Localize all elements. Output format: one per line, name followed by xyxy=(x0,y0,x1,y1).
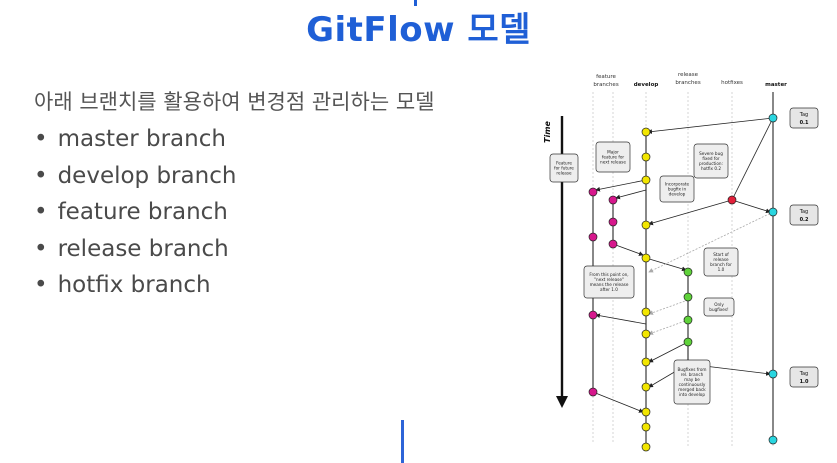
svg-text:1.0: 1.0 xyxy=(800,379,809,385)
feature-commit-node xyxy=(608,217,618,227)
time-arrow-head xyxy=(556,396,568,408)
branch-list: master branch develop branch feature bra… xyxy=(34,122,237,305)
intro-text: 아래 브랜치를 활용하여 변경점 관리하는 모델 xyxy=(34,90,435,114)
svg-text:0.1: 0.1 xyxy=(800,120,809,126)
feature-commit-node xyxy=(588,187,598,197)
svg-text:Tag: Tag xyxy=(799,112,808,118)
release-commit-node xyxy=(683,337,693,347)
note-line: Start of xyxy=(713,252,729,257)
header-develop: develop xyxy=(634,82,659,88)
note-line: fixed for xyxy=(702,156,720,161)
note-line: release xyxy=(556,171,572,176)
develop-commit-node xyxy=(641,422,651,432)
release-commit-node xyxy=(683,267,693,277)
note-line: Only xyxy=(714,302,724,307)
svg-text:Tag: Tag xyxy=(799,209,808,215)
top-accent-bar xyxy=(414,0,417,6)
header-hotfixes: hotfixes xyxy=(721,80,743,86)
release-commit-node xyxy=(683,315,693,325)
note-line: next release xyxy=(600,160,626,165)
tag-0-2: Tag 0.2 xyxy=(789,204,819,226)
develop-commit-node xyxy=(641,220,651,230)
develop-commit-node xyxy=(641,382,651,392)
develop-commit-node xyxy=(641,329,651,339)
header-feature-2: branches xyxy=(593,82,619,88)
note-line: means the release xyxy=(590,282,629,287)
note-line: hotfix 0.2 xyxy=(701,166,721,171)
header-release-2: branches xyxy=(675,80,701,86)
note-line: Bugfixes from xyxy=(677,367,706,372)
develop-commit-node xyxy=(641,407,651,417)
note-line: rel. branch xyxy=(681,372,704,377)
develop-commit-node xyxy=(641,175,651,185)
develop-commit-node xyxy=(641,127,651,137)
develop-commit-node xyxy=(641,442,651,452)
note-line: feature for xyxy=(602,155,624,160)
master-commit-node xyxy=(768,435,778,445)
feature-commit-node xyxy=(588,232,598,242)
tag-1-0: Tag 1.0 xyxy=(789,366,819,388)
note-line: From this point on, xyxy=(589,272,628,277)
develop-commit-node xyxy=(641,152,651,162)
note-line: bugfix in xyxy=(668,187,687,192)
hotfix-commit-node xyxy=(727,195,737,205)
note-line: merged back xyxy=(678,387,706,392)
header-release-1: release xyxy=(678,72,699,78)
svg-text:0.2: 0.2 xyxy=(800,217,809,223)
note-line: Severe bug xyxy=(699,151,723,156)
bullet-feature: feature branch xyxy=(34,195,236,232)
bullet-release: release branch xyxy=(34,232,236,269)
note-line: Major xyxy=(607,150,619,155)
header-master: master xyxy=(765,82,787,88)
note-line: "next release" xyxy=(594,277,624,282)
svg-text:Tag: Tag xyxy=(799,371,808,377)
note-line: into develop xyxy=(679,392,705,397)
master-commit-node xyxy=(768,113,778,123)
time-label: Time xyxy=(543,120,552,143)
note-line: continuously xyxy=(679,382,706,387)
feature-commit-node xyxy=(588,387,598,397)
master-commit-node xyxy=(768,207,778,217)
bottom-accent-bar xyxy=(401,420,404,463)
note-line: branch for xyxy=(710,262,732,267)
develop-commit-node xyxy=(641,307,651,317)
note-line: 1.0 xyxy=(718,267,725,272)
feature-commit-node xyxy=(608,195,618,205)
note-line: after 1.0 xyxy=(600,287,618,292)
gitflow-diagram: feature branches develop release branche… xyxy=(543,72,819,452)
bullet-hotfix: hotfix branch xyxy=(34,268,236,305)
note-line: for future xyxy=(554,166,574,171)
note-line: Incorporate xyxy=(665,182,690,187)
release-commit-node xyxy=(683,292,693,302)
feature-commit-node xyxy=(608,239,618,249)
merge-arrows xyxy=(592,117,774,413)
note-line: production: xyxy=(699,161,723,166)
note-line: develop xyxy=(669,192,686,197)
bullet-develop: develop branch xyxy=(34,159,237,196)
develop-commit-node xyxy=(641,357,651,367)
faint-arrows xyxy=(648,211,774,335)
note-line: Feature xyxy=(556,161,572,166)
feature-commit-node xyxy=(588,310,598,320)
master-commit-node xyxy=(768,369,778,379)
note-line: may be xyxy=(684,377,700,382)
develop-commit-node xyxy=(641,253,651,263)
note-from-this-point: From this point on,"next release"means t… xyxy=(583,265,635,299)
note-line: release xyxy=(713,257,729,262)
note-line: bugfixes! xyxy=(709,307,729,312)
header-feature-1: feature xyxy=(596,74,616,80)
tag-0-1: Tag 0.1 xyxy=(789,107,819,129)
page-title: GitFlow 모델 xyxy=(306,10,531,50)
bullet-master: master branch xyxy=(34,122,236,159)
